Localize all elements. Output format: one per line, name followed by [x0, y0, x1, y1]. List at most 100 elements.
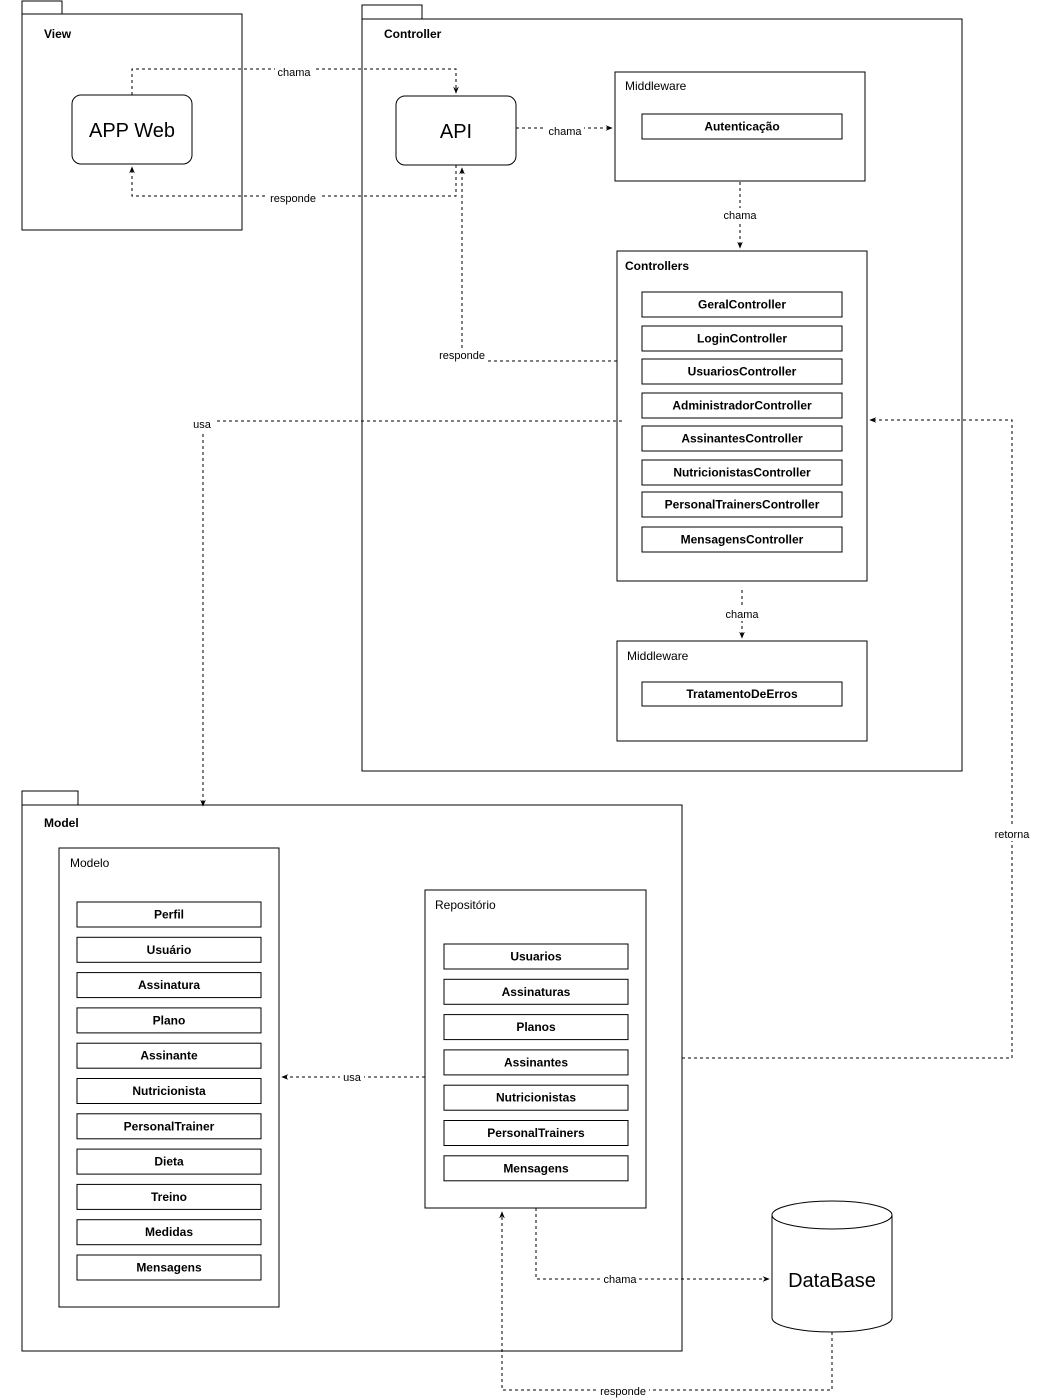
item-label: PersonalTrainers: [487, 1126, 585, 1140]
edge-label-controllers-to-errors: chama: [723, 607, 761, 621]
item-box: [641, 459, 843, 486]
item-box: [76, 1113, 262, 1140]
item-mensagens: Mensagens: [443, 1155, 629, 1182]
item-box: [641, 358, 843, 385]
item-box: [443, 1120, 629, 1146]
item-label: MensagensController: [681, 533, 804, 547]
item-box: [76, 1183, 262, 1210]
item-nutricionista: Nutricionista: [76, 1078, 262, 1104]
item-box: [443, 1014, 629, 1041]
modelo-items: PerfilUsuárioAssinaturaPlanoAssinanteNut…: [76, 901, 262, 1281]
item-box: [76, 1007, 262, 1034]
item-label: Usuário: [147, 943, 192, 957]
item-assinaturas: Assinaturas: [443, 978, 629, 1005]
item-plano: Plano: [76, 1007, 262, 1034]
item-assinantes: Assinantes: [443, 1049, 629, 1076]
svg-text:retorna: retorna: [995, 829, 1031, 841]
item-autenticacao: Autenticação: [641, 113, 843, 140]
item-box: [443, 943, 629, 970]
edge-label-api-to-app: responde: [267, 191, 319, 205]
item-label: Planos: [516, 1020, 556, 1034]
repositorio-group-title: Repositório: [435, 898, 496, 912]
edge-label-middleware-to-controllers: chama: [721, 208, 759, 222]
item-mensagens: Mensagens: [76, 1254, 262, 1281]
controllers-items: GeralControllerLoginControllerUsuariosCo…: [641, 291, 843, 553]
item-label: Assinantes: [504, 1055, 568, 1069]
item-label: PersonalTrainer: [124, 1119, 215, 1133]
database-node: DataBase: [771, 1200, 893, 1333]
item-label: AssinantesController: [681, 432, 803, 446]
item-label: Mensagens: [136, 1261, 202, 1275]
middleware-errors-title: Middleware: [627, 649, 689, 663]
item-personaltrainer: PersonalTrainer: [76, 1113, 262, 1140]
svg-text:responde: responde: [270, 193, 316, 205]
svg-text:usa: usa: [193, 419, 212, 431]
modelo-group-title: Modelo: [70, 856, 110, 870]
item-box: [641, 526, 843, 553]
database-label: DataBase: [788, 1270, 876, 1292]
item-label: UsuariosController: [688, 365, 797, 379]
svg-text:chama: chama: [277, 67, 311, 79]
item-tratamentodeerros: TratamentoDeErros: [641, 681, 843, 707]
item-box: [76, 936, 262, 963]
app-web-label: APP Web: [89, 120, 175, 142]
item-label: TratamentoDeErros: [686, 687, 798, 701]
item-label: Dieta: [154, 1155, 184, 1169]
item-nutricionistas: Nutricionistas: [443, 1084, 629, 1111]
middleware-auth-group: Middleware Autenticação: [614, 71, 866, 182]
item-dieta: Dieta: [76, 1148, 262, 1175]
item-box: [76, 901, 262, 928]
edge-label-repo-to-modelo: usa: [340, 1070, 364, 1084]
edge-db-to-repo: [499, 1211, 833, 1391]
item-label: PersonalTrainersController: [665, 498, 820, 512]
item-box: [76, 1078, 262, 1104]
item-box: [641, 291, 843, 318]
model-package-title: Model: [44, 816, 79, 830]
item-personaltrainerscontroller: PersonalTrainersController: [641, 491, 843, 518]
api-label: API: [440, 121, 472, 143]
edge-controllers-to-api: [459, 167, 617, 362]
svg-text:usa: usa: [343, 1072, 362, 1084]
edge-label-controllers-to-api: responde: [436, 348, 488, 362]
edge-label-api-to-middleware: chama: [546, 124, 584, 138]
item-box: [443, 978, 629, 1005]
repositorio-items: UsuariosAssinaturasPlanosAssinantesNutri…: [443, 943, 629, 1182]
item-label: Assinante: [140, 1049, 198, 1063]
view-package-title: View: [44, 27, 72, 41]
edge-label-app-to-api: chama: [275, 65, 313, 79]
item-box: [443, 1084, 629, 1111]
item-label: AdministradorController: [672, 399, 812, 413]
svg-text:chama: chama: [548, 126, 582, 138]
edge-label-repo-to-db: chama: [601, 1272, 639, 1286]
item-assinantescontroller: AssinantesController: [641, 425, 843, 452]
repositorio-group: Repositório UsuariosAssinaturasPlanosAss…: [424, 889, 647, 1209]
item-usuarios: Usuarios: [443, 943, 629, 970]
svg-text:chama: chama: [725, 609, 759, 621]
controller-package-title: Controller: [384, 27, 442, 41]
edge-label-controllers-to-model: usa: [190, 417, 214, 431]
controllers-group-title: Controllers: [625, 259, 689, 273]
item-label: Assinatura: [138, 978, 200, 992]
item-label: NutricionistasController: [673, 466, 811, 480]
modelo-group: Modelo PerfilUsuárioAssinaturaPlanoAssin…: [58, 847, 280, 1308]
item-box: [641, 325, 843, 352]
item-geralcontroller: GeralController: [641, 291, 843, 318]
item-box: [641, 425, 843, 452]
view-package-tab: [21, 0, 63, 15]
middleware-errors-items: TratamentoDeErros: [641, 681, 843, 707]
item-label: LoginController: [697, 332, 787, 346]
item-label: Plano: [153, 1013, 186, 1027]
item-box: [76, 972, 262, 999]
controllers-group: Controllers GeralControllerLoginControll…: [616, 250, 868, 582]
item-perfil: Perfil: [76, 901, 262, 928]
item-label: Autenticação: [704, 120, 779, 134]
item-box: [641, 113, 843, 140]
middleware-errors-group: Middleware TratamentoDeErros: [616, 640, 868, 742]
item-assinante: Assinante: [76, 1042, 262, 1069]
item-label: Nutricionistas: [496, 1091, 576, 1105]
middleware-auth-title: Middleware: [625, 79, 687, 93]
controller-package-tab: [361, 4, 423, 20]
app-web-node: APP Web: [71, 94, 193, 165]
item-label: Nutricionista: [132, 1084, 206, 1098]
edge-label-repo-to-controllers: retorna: [991, 827, 1033, 841]
